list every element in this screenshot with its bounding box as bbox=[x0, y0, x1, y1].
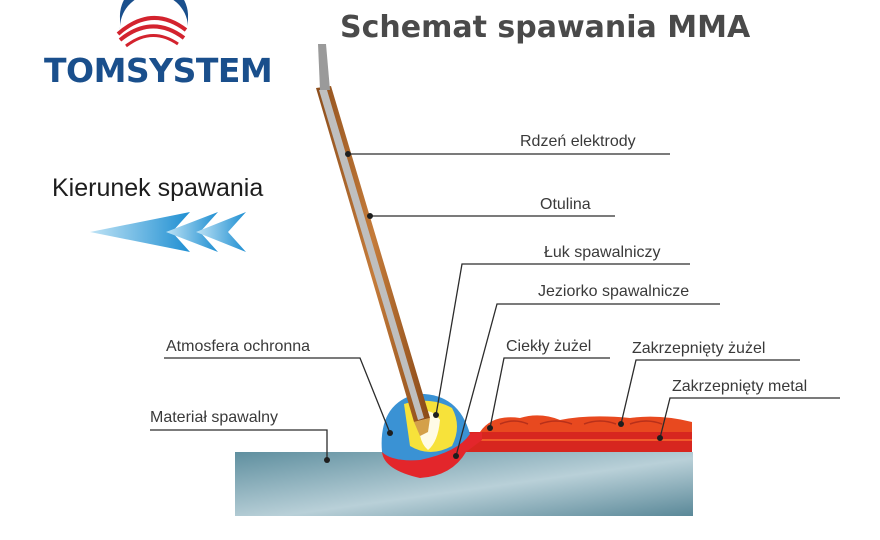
direction-label: Kierunek spawania bbox=[52, 174, 263, 202]
base-plate bbox=[235, 452, 693, 516]
electrode bbox=[316, 44, 430, 436]
label-shielding-atmosphere: Atmosfera ochronna bbox=[166, 338, 310, 355]
label-weld-pool: Jeziorko spawalnicze bbox=[538, 283, 689, 300]
label-solidified-slag: Zakrzepnięty żużel bbox=[632, 340, 765, 357]
page-title: Schemat spawania MMA bbox=[340, 10, 751, 45]
solidified-metal bbox=[462, 432, 692, 452]
label-arc: Łuk spawalniczy bbox=[544, 244, 661, 261]
label-coating: Otulina bbox=[540, 196, 591, 213]
leader-lines bbox=[150, 151, 840, 463]
flag-emblem-icon bbox=[116, 0, 188, 48]
label-base-material: Materiał spawalny bbox=[150, 409, 278, 426]
label-solidified-metal: Zakrzepnięty metal bbox=[672, 378, 807, 395]
solidified-slag bbox=[480, 415, 692, 432]
logo-text: TOMSYSTEM bbox=[44, 51, 272, 90]
direction-arrow-icon bbox=[90, 212, 246, 252]
label-electrode-core: Rdzeń elektrody bbox=[520, 133, 636, 150]
label-liquid-slag: Ciekły żużel bbox=[506, 338, 591, 355]
tomsystem-logo: TOMSYSTEM bbox=[44, 0, 273, 90]
